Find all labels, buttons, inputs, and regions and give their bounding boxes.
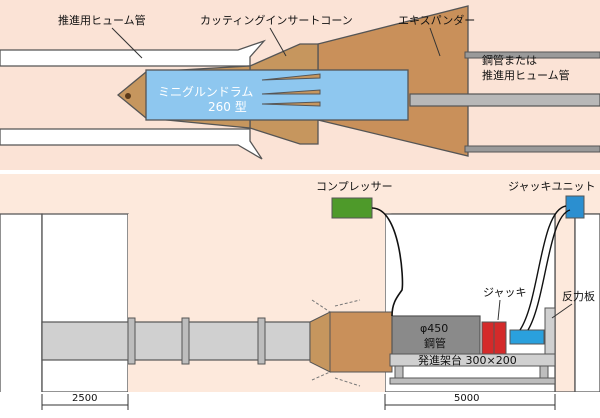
leader-reaction-plate: [551, 303, 573, 319]
compressor-hose: [371, 207, 404, 317]
jack-hose-1: [519, 205, 567, 331]
label-dim-2500: 2500: [72, 393, 97, 404]
expander-underground: [329, 311, 393, 373]
pipe-joint-2: [181, 317, 190, 365]
label-compressor: コンプレッサー: [316, 180, 393, 193]
label-pipe-right-1: 鋼管または: [482, 53, 537, 67]
label-steel-pipe: 鋼管: [424, 336, 446, 350]
jack-unit: [565, 195, 585, 219]
arrival-pit: [41, 213, 129, 393]
upper-hume-pipe: [0, 39, 267, 67]
leader-jack: [497, 299, 501, 321]
pipe-joint-1: [127, 317, 136, 365]
expansion-dashes: [311, 299, 361, 387]
jack-block-2: [493, 321, 507, 355]
leader-cutting-cone: [269, 27, 287, 57]
nose-tip: [125, 93, 131, 99]
label-expander: エキスパンダー: [398, 13, 475, 27]
leader-hume-pipe-left: [111, 27, 143, 59]
rear-steel-pipe-upper: [464, 51, 600, 59]
rear-steel-pipe-lower: [464, 145, 600, 153]
hume-pipe-underground: [41, 321, 311, 361]
blade-2: [261, 89, 321, 95]
label-pipe-450: φ450: [420, 322, 448, 335]
compressor-unit: [331, 197, 373, 219]
label-cutting-cone: カッティングインサートコーン: [200, 13, 353, 27]
panel-divider: [0, 170, 600, 174]
blade-1: [261, 73, 321, 81]
pipe-joint-3: [257, 317, 266, 365]
jack-block-1: [481, 321, 495, 355]
far-right-wall: [574, 213, 600, 393]
steel-pipe-450: [391, 315, 481, 357]
label-dim-5000: 5000: [454, 393, 479, 404]
label-reaction-plate: 反力板: [562, 289, 595, 303]
label-drum-1: ミニグルンドラム: [158, 85, 253, 99]
label-launch-frame: 発進架台 300×200: [418, 353, 517, 367]
jack-cylinder: [509, 329, 545, 345]
label-drum-2: 260 型: [208, 100, 247, 114]
lower-hume-pipe: [0, 128, 263, 160]
reaction-plate: [544, 307, 556, 355]
leader-expander: [429, 27, 441, 57]
frame-base: [389, 377, 556, 385]
blade-3: [261, 101, 321, 107]
cone-underground: [309, 311, 331, 373]
label-pipe-right-2: 推進用ヒューム管: [482, 68, 570, 82]
label-jack: ジャッキ: [483, 286, 526, 299]
launch-frame: [389, 353, 556, 367]
jack-hose-2: [527, 209, 571, 331]
label-jack-unit: ジャッキユニット: [508, 180, 595, 193]
rear-rod: [409, 93, 600, 107]
label-hume-pipe-left: 推進用ヒューム管: [58, 13, 146, 27]
